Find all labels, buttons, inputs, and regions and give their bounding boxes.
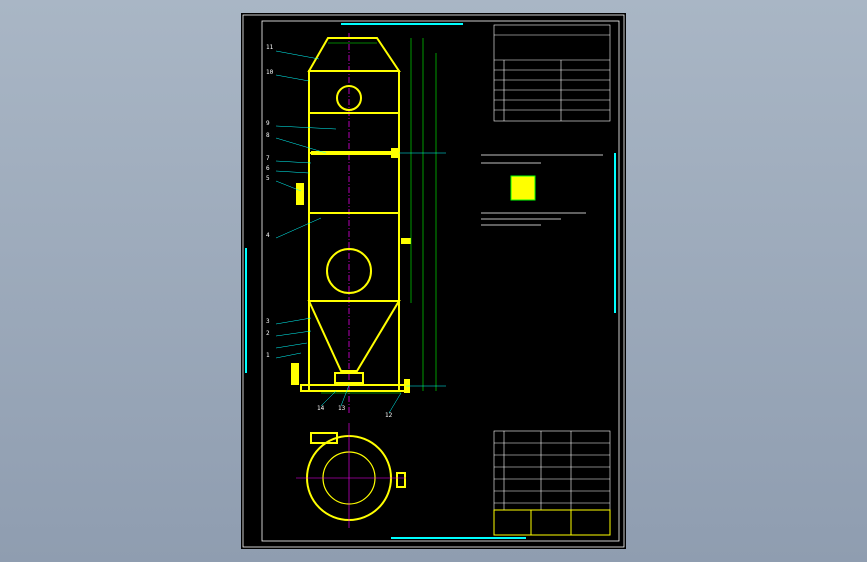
part-number-label: 14 xyxy=(317,405,325,412)
part-number-label: 12 xyxy=(385,412,393,419)
part-number-label: 11 xyxy=(266,44,274,51)
drawing-sheet: 11 10 9 8 7 6 5 4 3 2 1 14 13 12 xyxy=(241,13,626,549)
part-number-label: 3 xyxy=(266,318,270,325)
vessel-elevation xyxy=(300,37,407,392)
nozzle-table xyxy=(493,24,611,122)
inner-frame xyxy=(261,20,620,542)
parts-list xyxy=(493,430,611,536)
technical-notes xyxy=(481,154,603,226)
dimension-lines xyxy=(321,38,437,394)
plan-centerlines xyxy=(296,423,406,528)
part-number-label: 8 xyxy=(266,132,270,139)
part-number-label: 9 xyxy=(266,120,270,127)
plan-view xyxy=(306,432,406,521)
drawing-canvas xyxy=(242,14,625,548)
part-number-label: 4 xyxy=(266,232,270,239)
part-number-label: 6 xyxy=(266,165,270,172)
side-manhole-icon xyxy=(326,248,372,294)
top-manhole-icon xyxy=(336,85,362,111)
part-number-label: 7 xyxy=(266,155,270,162)
part-number-label: 5 xyxy=(266,175,270,182)
part-number-label: 2 xyxy=(266,330,270,337)
outer-frame xyxy=(242,14,625,548)
part-number-label: 1 xyxy=(266,352,270,359)
part-number-label: 13 xyxy=(338,405,346,412)
title-block xyxy=(493,509,611,536)
leader-lines xyxy=(275,50,446,414)
part-number-label: 10 xyxy=(266,69,274,76)
